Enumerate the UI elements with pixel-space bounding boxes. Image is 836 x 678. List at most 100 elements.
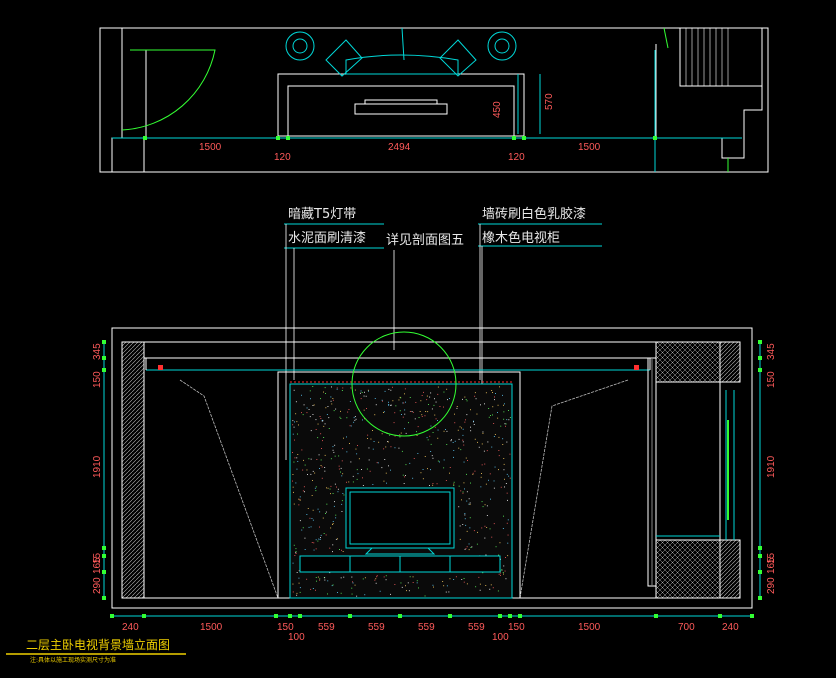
plan-dim-3: 2494: [388, 142, 411, 153]
lamp-right-inner: [494, 38, 510, 54]
elev-dim-label: 150: [277, 622, 294, 633]
label-wall-paint: 墙砖刷白色乳胶漆: [482, 206, 586, 222]
dim-tick: [508, 614, 512, 618]
side-tick: [758, 368, 762, 372]
dim-tick: [110, 614, 114, 618]
annotations: 暗藏T5灯带 水泥面刷清漆 详见剖面图五 墙砖刷白色乳胶漆 橡木色电视柜: [284, 206, 602, 566]
light-left-icon: [158, 365, 163, 370]
right-wall-top: [719, 341, 741, 383]
plan-tv-niche: [277, 73, 525, 137]
plan-column: [111, 137, 145, 173]
bed-edge: [345, 54, 459, 75]
wardrobe-bottom: [655, 539, 721, 599]
plan-dim-1: 1500: [199, 142, 222, 153]
side-tick: [758, 596, 762, 600]
elev-dim-label: 559: [368, 622, 385, 633]
elev-side-dim-right: 150: [766, 371, 777, 388]
label-cement-varnish: 水泥面刷清漆: [288, 230, 366, 246]
label-see-section: 详见剖面图五: [386, 233, 464, 248]
plan-tv-stand: [364, 99, 438, 105]
elev-dim-label: 150: [508, 622, 525, 633]
side-tick: [102, 368, 106, 372]
side-tick: [102, 546, 106, 550]
plan-dim-5: 1500: [578, 142, 601, 153]
elev-side-dim-right: 290: [766, 577, 777, 594]
dim-tick: [718, 614, 722, 618]
title-block: 二层主卧电视背景墙立面图 注:具体以施工现场实测尺寸为准: [6, 637, 186, 664]
side-tick: [758, 340, 762, 344]
elevation-frame: [111, 327, 753, 609]
elev-side-dim-left: 150: [92, 371, 103, 388]
elev-dim-label: 700: [678, 622, 695, 633]
elev-side-dim-left: 290: [92, 577, 103, 594]
plan-center-mark: [401, 27, 405, 61]
side-tick: [102, 554, 106, 558]
side-tick: [102, 596, 106, 600]
right-wall-bottom: [719, 539, 741, 599]
dim-tick: [288, 614, 292, 618]
side-tick: [102, 356, 106, 360]
elev-side-dim-right: 15: [766, 552, 777, 564]
section-callout-circle: [351, 331, 457, 437]
elev-dim-label: 240: [722, 622, 739, 633]
left-wall-section: [121, 341, 145, 599]
elev-side-dim-right: 345: [766, 343, 777, 360]
plan-left-wall: [121, 28, 210, 139]
light-right-icon: [634, 365, 639, 370]
lamp-left-icon: [285, 31, 315, 61]
dim-tick: [348, 614, 352, 618]
elev-dim-ticks: [110, 614, 754, 618]
side-tick: [102, 570, 106, 574]
elev-dim-label: 240: [122, 622, 139, 633]
plan-vdim-450: 450: [492, 101, 503, 118]
elev-dim-label: 100: [492, 632, 509, 643]
plan-tv: [354, 103, 448, 115]
plan-dim-ticks: [143, 136, 657, 140]
elev-dim-label: 559: [468, 622, 485, 633]
curtain-right: [519, 379, 629, 599]
dim-tick: [518, 614, 522, 618]
elev-side-dim-left: 345: [92, 343, 103, 360]
ceiling-ends: [145, 358, 651, 370]
elev-side-dim-left: 1910: [92, 455, 103, 478]
side-tick: [758, 356, 762, 360]
plan-vdim-570: 570: [544, 93, 555, 110]
elev-dim-label: 559: [318, 622, 335, 633]
elev-side-dim-right: 165: [766, 557, 777, 574]
elev-dim-label: 559: [418, 622, 435, 633]
plan-green-mark: [663, 27, 669, 49]
dim-tick: [398, 614, 402, 618]
elev-dim-label: 100: [288, 632, 305, 643]
tv-stand: [364, 547, 436, 555]
dim-tick: [750, 614, 754, 618]
plan-wardrobe: [679, 28, 762, 87]
dim-tick: [142, 614, 146, 618]
side-tick: [102, 340, 106, 344]
wardrobe-top: [655, 341, 721, 383]
side-tick: [758, 570, 762, 574]
lamp-right-icon: [487, 31, 517, 61]
label-oak-cabinet: 橡木色电视柜: [482, 230, 560, 246]
tv-screen-inner: [349, 491, 451, 545]
tv-screen: [345, 487, 455, 549]
elev-side-dim-right: 1910: [766, 455, 777, 478]
door-swing: [121, 49, 216, 131]
dim-tick: [298, 614, 302, 618]
plan-dim-2: 120: [274, 152, 291, 163]
plan-view: 1500 120 2494 120 1500 450 570: [99, 27, 769, 173]
drawing-subtitle: 注:具体以施工现场实测尺寸为准: [30, 656, 116, 664]
chair-right: [439, 39, 477, 77]
dim-tick: [448, 614, 452, 618]
chair-left: [325, 39, 363, 77]
wardrobe-lines: [685, 28, 729, 86]
plan-tv-niche-inner: [287, 85, 515, 137]
plan-frame: [99, 27, 769, 173]
side-tick: [758, 554, 762, 558]
label-t5-light: 暗藏T5灯带: [288, 207, 356, 222]
curtain-left: [179, 379, 279, 599]
elev-side-dim-left: 165: [92, 557, 103, 574]
